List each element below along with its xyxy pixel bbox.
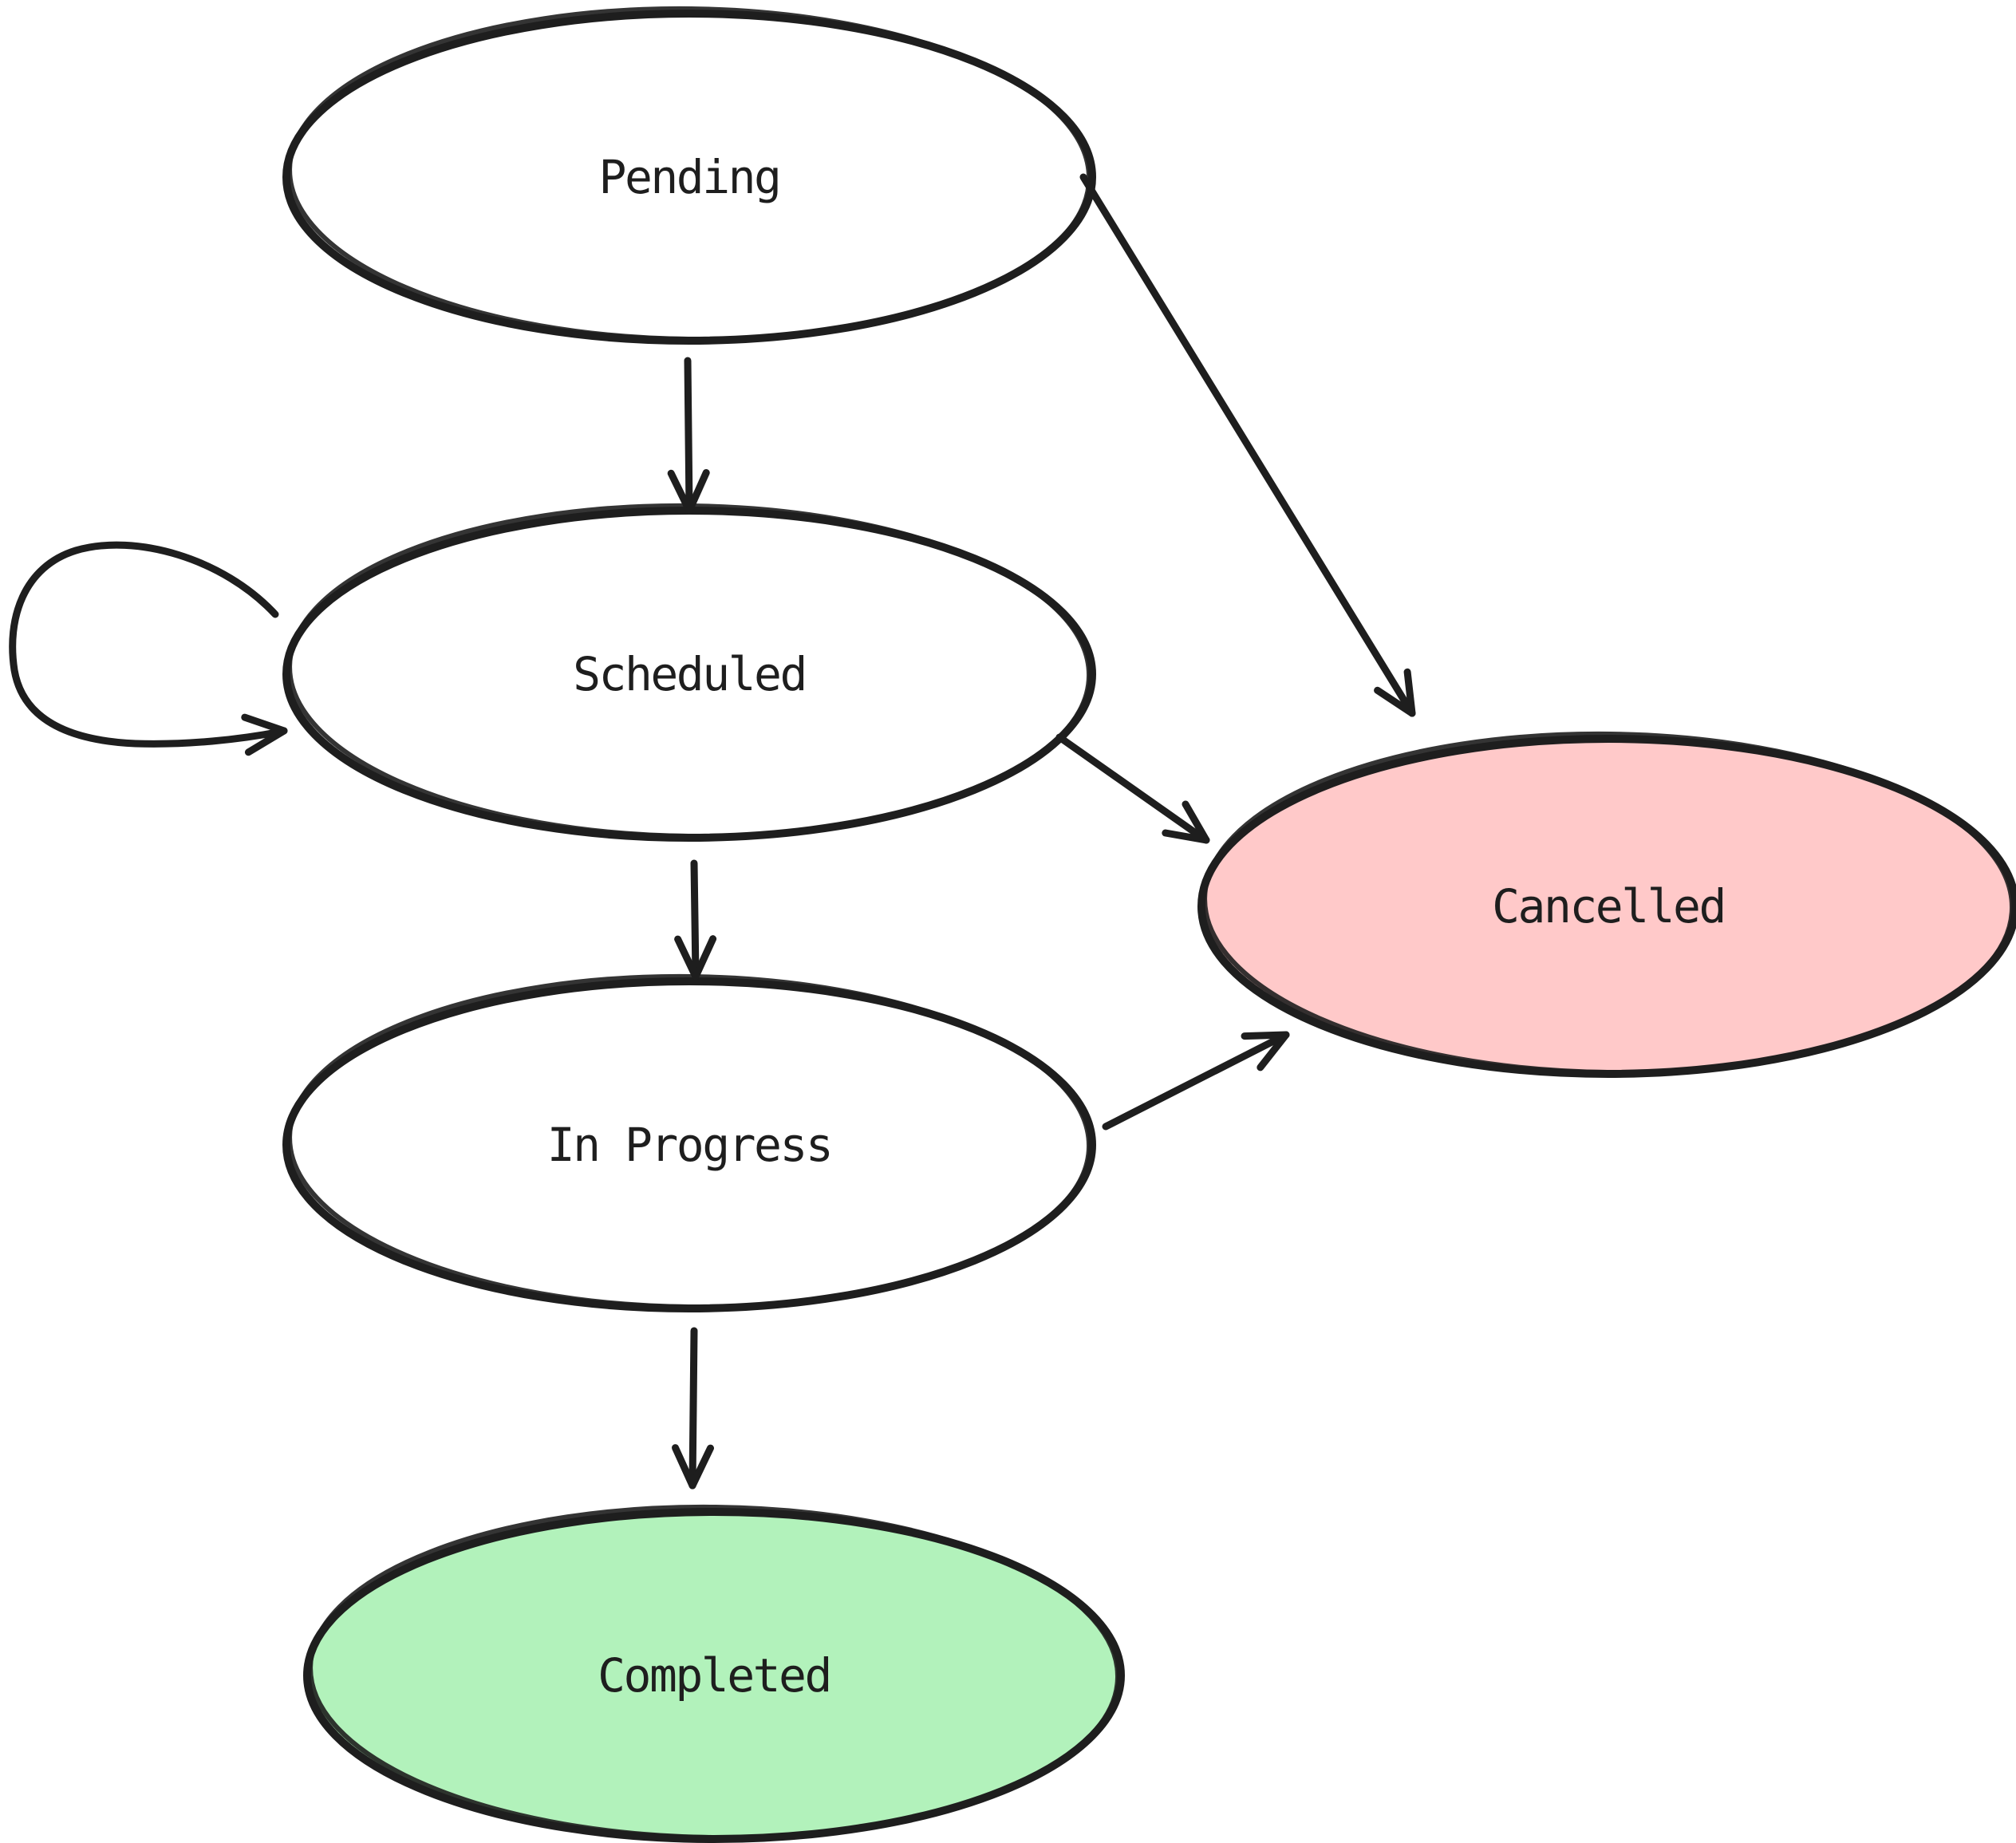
node-label-scheduled: Scheduled xyxy=(573,647,806,701)
edge-line-scheduled-to-cancelled xyxy=(1055,733,1209,843)
node-label-cancelled: Cancelled xyxy=(1492,879,1725,933)
state-node-scheduled: Scheduled xyxy=(282,503,1096,842)
arrowhead-pending-to-cancelled-left xyxy=(1374,686,1416,717)
edge-line-scheduled-self-loop xyxy=(9,541,285,748)
arrowhead-in-progress-to-completed-right xyxy=(688,1444,714,1490)
edge-line-in-progress-to-cancelled xyxy=(1102,1032,1288,1131)
edge-line-in-progress-to-completed xyxy=(688,1327,698,1488)
arrowhead-scheduled-to-cancelled-right xyxy=(1182,800,1210,844)
node-label-completed: Completed xyxy=(598,1648,830,1703)
transition-pending-to-scheduled xyxy=(667,357,710,515)
node-ellipse-sketch-cancelled xyxy=(1202,731,2015,1075)
arrowhead-in-progress-to-cancelled-left xyxy=(1257,1031,1290,1071)
transition-in-progress-to-cancelled xyxy=(1102,1031,1290,1131)
state-node-cancelled: Cancelled xyxy=(1197,731,2016,1078)
transition-scheduled-to-in-progress xyxy=(674,859,717,981)
arrowhead-scheduled-to-in-progress-left xyxy=(674,935,700,981)
arrowhead-scheduled-self-loop-left xyxy=(244,727,288,756)
node-ellipse-sketch-pending xyxy=(287,6,1092,342)
state-node-completed: Completed xyxy=(303,1504,1125,1843)
arrowhead-pending-to-scheduled-left xyxy=(667,469,693,515)
arrowhead-pending-to-scheduled-right xyxy=(685,469,710,515)
transition-scheduled-self-loop xyxy=(9,541,288,756)
arrowhead-scheduled-to-in-progress-right xyxy=(692,935,717,981)
edge-line-pending-to-scheduled xyxy=(684,357,693,513)
edge-line-pending-to-cancelled xyxy=(1079,173,1416,717)
arrowhead-scheduled-self-loop-right xyxy=(241,713,288,735)
edge-line-scheduled-to-in-progress xyxy=(690,859,700,979)
transition-pending-to-cancelled xyxy=(1079,173,1416,717)
node-label-in-progress: In Progress xyxy=(547,1118,832,1172)
node-label-pending: Pending xyxy=(599,150,780,204)
arrowhead-in-progress-to-completed-left xyxy=(672,1444,696,1490)
state-node-pending: Pending xyxy=(282,6,1096,345)
arrowhead-pending-to-cancelled-right xyxy=(1403,668,1416,717)
node-ellipse-sketch-in-progress xyxy=(287,973,1092,1310)
state-node-in-progress: In Progress xyxy=(282,973,1096,1312)
transition-in-progress-to-completed xyxy=(672,1327,714,1490)
arrowhead-in-progress-to-cancelled-right xyxy=(1241,1031,1290,1040)
arrowhead-scheduled-to-cancelled-left xyxy=(1162,829,1210,844)
node-ellipse-sketch-completed xyxy=(308,1504,1121,1841)
transition-scheduled-to-cancelled xyxy=(1055,733,1210,844)
